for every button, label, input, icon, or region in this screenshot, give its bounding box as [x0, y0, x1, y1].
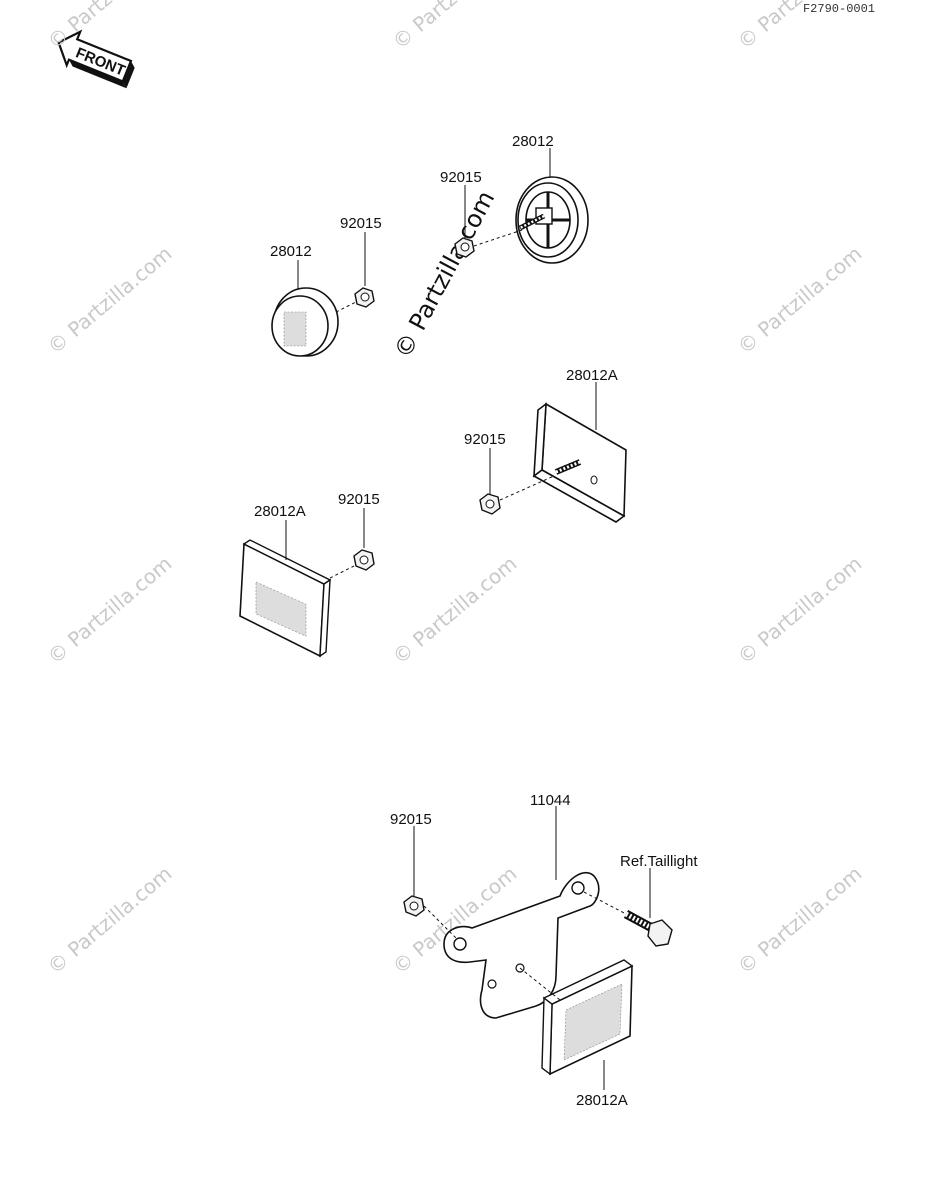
watermarks: © Partzilla.com © Partzilla.com © Partzi…	[43, 0, 867, 979]
callout-28012a: 28012A	[566, 367, 618, 384]
watermark: © Partzilla.com	[388, 551, 522, 669]
callout-92015: 92015	[390, 811, 432, 828]
nut-icon	[479, 493, 501, 515]
watermark-center: © Partzilla.com	[389, 186, 501, 363]
watermark: © Partzilla.com	[43, 551, 177, 669]
reflector-rect-front	[239, 539, 332, 658]
watermark: © Partzilla.com	[43, 0, 177, 54]
callout-92015: 92015	[340, 215, 382, 232]
callout-92015: 92015	[440, 169, 482, 186]
nut-icon	[353, 549, 375, 571]
reflector-rect-rear	[532, 402, 627, 523]
nut-icon	[354, 287, 375, 308]
callout-28012a: 28012A	[576, 1092, 628, 1109]
callout-92015: 92015	[464, 431, 506, 448]
callout-11044: 11044	[530, 792, 571, 809]
bolt-icon	[623, 910, 673, 947]
nut-icon	[454, 237, 475, 258]
watermark: © Partzilla.com	[43, 861, 177, 979]
bracket	[443, 871, 600, 1019]
callout-28012a: 28012A	[254, 503, 306, 520]
watermark: © Partzilla.com	[733, 241, 867, 359]
watermark: © Partzilla.com	[733, 861, 867, 979]
nut-icon	[403, 895, 425, 917]
callout-92015: 92015	[338, 491, 380, 508]
reflector-rect-bottom	[541, 959, 634, 1076]
callout-28012: 28012	[512, 133, 554, 150]
reflector-round-rear	[515, 176, 589, 264]
diagram-code: F2790-0001	[803, 2, 875, 16]
reflector-round-front	[271, 287, 339, 357]
watermark: © Partzilla.com	[43, 241, 177, 359]
watermark: © Partzilla.com	[388, 0, 522, 54]
callout-ref-taillight: Ref.Taillight	[620, 853, 698, 870]
callout-28012: 28012	[270, 243, 312, 260]
watermark: © Partzilla.com	[733, 551, 867, 669]
